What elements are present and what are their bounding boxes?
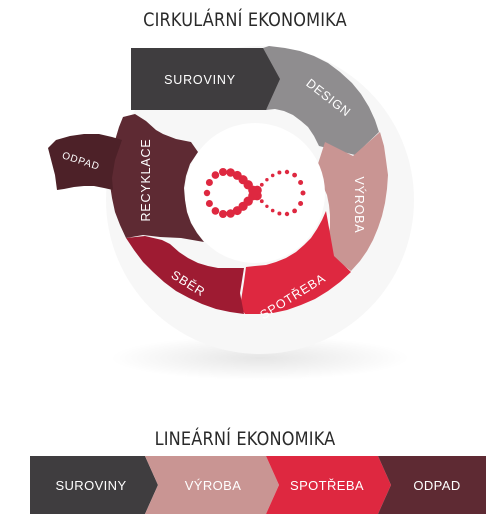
infinity-dot [205,200,213,207]
segment-recyklace [110,114,204,242]
infinity-dot [270,173,275,178]
linear-label-suroviny: SUROVINY [55,478,126,493]
linear-label-odpad: ODPAD [413,478,460,493]
infinity-dot [211,207,220,215]
infinity-dot [284,211,290,217]
segment-odpad [48,134,122,190]
linear-bar: SUROVINY VÝROBA SPOTŘEBA ODPAD [30,456,486,514]
segment-spotreba [240,211,351,314]
circular-economy-title: CIRKULÁRNÍ EKONOMIKA [143,9,347,31]
infinity-dot [252,185,262,195]
infinity-dot [219,210,227,218]
infinity-dot [265,204,269,208]
infinity-dot [300,190,306,196]
infinity-dot [298,201,304,206]
infinity-dot [226,209,235,218]
linear-step-spotreba [266,456,391,514]
infinity-dot [270,208,275,213]
infinity-dot [203,189,211,197]
infinity-dot [259,182,264,187]
infinity-dot [277,211,282,216]
ring-shadow [110,336,410,380]
infinity-dot [232,170,242,180]
segment-sber [126,236,244,314]
linear-label-spotreba: SPOTŘEBA [290,478,364,493]
infinity-dot [265,178,269,182]
linear-step-vyroba [145,456,279,514]
infinity-dot [284,169,290,175]
infinity-dot [219,168,227,176]
linear-economy-title: LINEÁRNÍ EKONOMIKA [154,428,336,450]
segment-suroviny-label: SUROVINY [164,73,236,87]
infinity-dots-icon [203,168,306,218]
linear-label-vyroba: VÝROBA [185,478,242,493]
segment-design [263,46,379,155]
infinity-dot [226,168,235,177]
linear-step-odpad [378,456,486,514]
infinity-dot [211,171,220,179]
infinity-dot [292,208,297,214]
infinity-dot [205,179,213,186]
infinity-dot [298,180,304,185]
infinity-dot [277,170,282,175]
infinity-dot [292,172,297,178]
segment-vyroba-label: VÝROBA [352,177,367,234]
segment-recyklace-label: RECYKLACE [139,139,153,222]
infinity-dot [259,199,264,204]
segment-vyroba [316,132,388,271]
segment-suroviny [131,48,282,110]
linear-step-suroviny [30,456,158,514]
